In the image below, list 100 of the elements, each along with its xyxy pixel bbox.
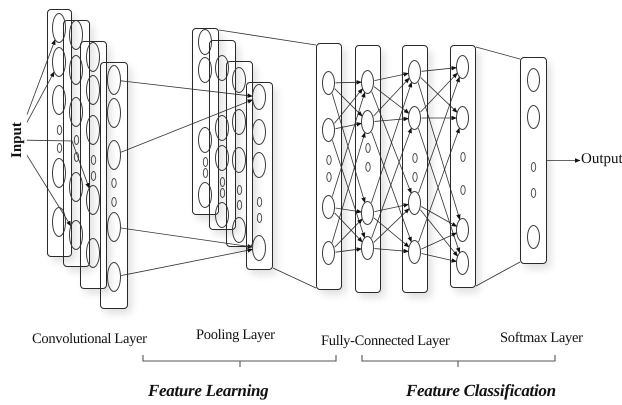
neuron-circle: [322, 118, 336, 142]
neuron-circle: [232, 216, 246, 243]
layer-box: [246, 82, 273, 270]
neuron-circle: [52, 206, 66, 237]
neuron-circle: [86, 74, 100, 105]
arrow: [374, 203, 410, 212]
neuron-circle: [69, 20, 84, 50]
arrow: [26, 154, 72, 226]
layer-box: [316, 43, 342, 290]
neuron-circle: [361, 200, 374, 225]
neuron-circle: [232, 108, 246, 135]
neuron-circle: [456, 218, 470, 242]
arrow: [420, 206, 458, 227]
arrow: [334, 218, 363, 248]
neuron-circle: [106, 212, 121, 242]
neuron-circle: [106, 140, 121, 170]
neuron-circle: [215, 114, 230, 141]
neuron-circle: [526, 104, 540, 129]
layer-box: [47, 9, 72, 257]
arrow: [421, 66, 458, 72]
neuron-circle: [215, 54, 230, 81]
layer-box: [63, 20, 90, 267]
neuron-circle: [252, 234, 266, 261]
neuron-circle: [526, 68, 540, 92]
arrow: [335, 122, 362, 130]
layer-box: [450, 45, 476, 288]
neuron-circle: [456, 250, 470, 275]
neuron-circle: [52, 46, 66, 77]
neuron-circle: [361, 70, 374, 94]
neuron-circle: [198, 28, 212, 55]
connector-line: [272, 268, 316, 288]
layer-box: [192, 28, 219, 215]
arrow: [335, 80, 362, 85]
neuron-circle: [526, 224, 540, 249]
arrow: [373, 78, 410, 116]
neuron-circle: [106, 64, 121, 95]
arrow: [421, 253, 458, 263]
neuron-circle: [252, 84, 266, 110]
arrow: [418, 82, 460, 220]
arrow: [546, 158, 581, 163]
group-caption: Feature Classification: [406, 381, 556, 401]
arrow: [120, 248, 254, 276]
arrow: [420, 232, 458, 250]
layer-box: [402, 45, 428, 293]
neuron-circle: [252, 152, 266, 178]
neuron-circle: [86, 114, 100, 145]
neuron-circle: [456, 54, 470, 79]
layer-caption: Softmax Layer: [500, 330, 583, 347]
neuron-circle: [198, 56, 212, 83]
layer-box: [520, 57, 547, 264]
neuron-circle: [252, 118, 266, 145]
neuron-circle: [52, 12, 66, 43]
neuron-circle: [322, 70, 336, 95]
neuron-circle: [69, 220, 84, 250]
neuron-circle: [52, 158, 66, 188]
layer-box: [100, 62, 128, 309]
neuron-circle: [198, 182, 212, 208]
neuron-circle: [322, 194, 336, 219]
layer-box: [80, 41, 107, 289]
neuron-circle: [69, 54, 84, 85]
layer-box: [355, 45, 381, 293]
arrow: [371, 91, 412, 194]
arrow: [334, 88, 363, 124]
neuron-circle: [408, 240, 422, 264]
layer-box: [226, 61, 253, 247]
neuron-circle: [69, 96, 84, 127]
neuron-circle: [361, 236, 374, 260]
arrow: [120, 99, 254, 153]
neuron-circle: [361, 110, 374, 134]
input-label: Input: [8, 114, 27, 166]
layer-caption: Fully-Connected Layer: [321, 333, 450, 350]
group-caption: Feature Learning: [148, 381, 268, 401]
neuron-circle: [86, 184, 100, 215]
neuron-circle: [408, 60, 422, 84]
neuron-circle: [215, 144, 230, 171]
connector-line: [218, 30, 316, 46]
arrow: [26, 71, 55, 123]
neuron-circle: [232, 66, 246, 93]
neuron-circle: [106, 98, 121, 128]
neuron-circle: [86, 42, 100, 72]
arrow: [26, 140, 90, 189]
layer-caption: Convolutional Layer: [32, 331, 147, 348]
arrow: [374, 248, 410, 254]
arrow: [418, 76, 460, 194]
neuron-circle: [52, 84, 66, 115]
arrow: [120, 228, 254, 248]
neuron-circle: [215, 202, 230, 228]
arrow: [420, 209, 458, 257]
neuron-circle: [322, 240, 336, 265]
arrow: [26, 39, 56, 116]
arrow: [374, 72, 410, 82]
layer-caption: Pooling Layer: [196, 327, 275, 344]
arrow: [371, 82, 412, 204]
arrow: [374, 86, 410, 114]
arrow: [335, 208, 362, 214]
neuron-circle: [69, 172, 84, 202]
neuron-circle: [408, 190, 422, 215]
neuron-circle: [232, 146, 246, 173]
arrow: [374, 116, 410, 122]
layer-box: [209, 40, 236, 230]
